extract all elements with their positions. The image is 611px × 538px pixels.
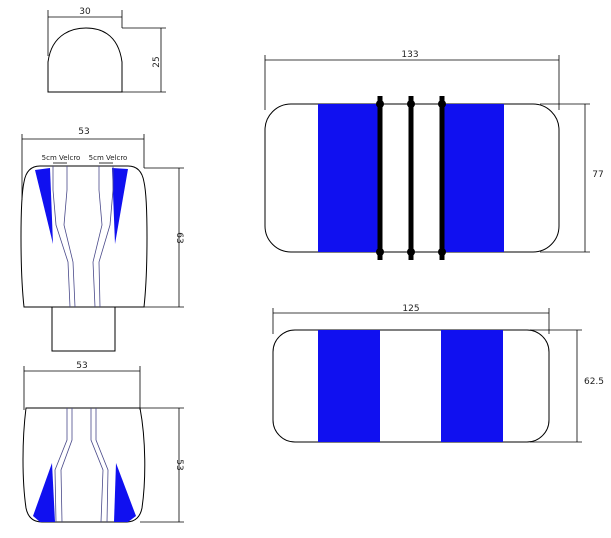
front-velcro-straps xyxy=(52,166,114,308)
plain-left-blue-band xyxy=(318,330,380,442)
back-left-blue-wedge xyxy=(33,463,55,522)
front-velcro-left-label: 5cm Velcro xyxy=(42,154,81,162)
plain-right-blue-band xyxy=(441,330,503,442)
front-tab xyxy=(51,306,116,352)
headrest-outline xyxy=(47,27,123,93)
front-left-blue-wedge xyxy=(35,168,53,244)
back-right-blue-wedge xyxy=(114,463,136,522)
back-view: 53 53 xyxy=(22,361,184,523)
back-width-label: 53 xyxy=(76,361,87,371)
strapped-panel-straps xyxy=(376,96,446,260)
strapped-left-blue-band xyxy=(318,104,380,252)
plain-height-label: 62.5 xyxy=(584,377,604,387)
front-velcro-right-label: 5cm Velcro xyxy=(89,154,128,162)
strapped-right-blue-band xyxy=(442,104,504,252)
plain-panel-outline xyxy=(272,329,550,443)
headrest-width-label: 30 xyxy=(79,7,91,17)
back-velcro-straps xyxy=(54,408,109,523)
strapped-panel-view: 133 77 xyxy=(264,50,604,260)
front-view: 5cm Velcro 5cm Velcro 53 63 xyxy=(20,127,184,352)
headrest-height-label: 25 xyxy=(152,56,162,67)
back-height-label: 53 xyxy=(174,459,184,470)
front-right-blue-wedge xyxy=(112,168,128,244)
front-height-label: 63 xyxy=(174,232,184,243)
plain-width-label: 125 xyxy=(402,304,419,314)
headrest-view: 30 25 xyxy=(47,7,166,93)
plain-panel-view: 125 62.5 xyxy=(272,304,604,443)
front-width-label: 53 xyxy=(78,127,89,137)
front-view-outline xyxy=(20,165,148,308)
strapped-height-label: 77 xyxy=(592,170,603,180)
strapped-width-label: 133 xyxy=(401,50,418,60)
